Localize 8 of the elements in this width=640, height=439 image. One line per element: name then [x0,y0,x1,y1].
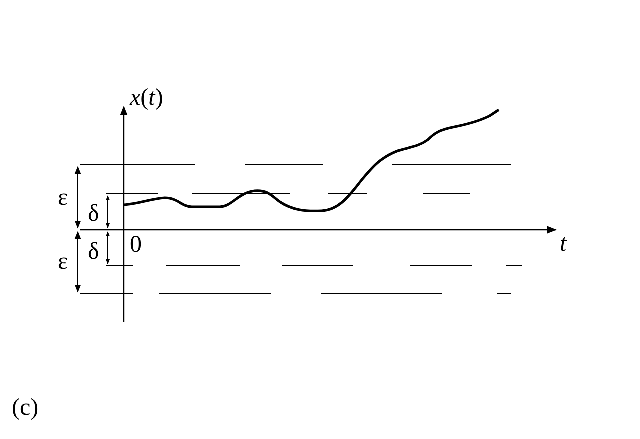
delta-symbol: δ [88,202,100,226]
axis-label: x(t) [130,86,164,110]
delta-symbol: δ [88,240,100,264]
epsilon-symbol: ε [58,186,68,210]
axis-label: t [560,232,567,256]
panel-label: (c) [12,396,39,420]
origin-label: 0 [130,233,142,257]
epsilon-symbol: ε [58,250,68,274]
